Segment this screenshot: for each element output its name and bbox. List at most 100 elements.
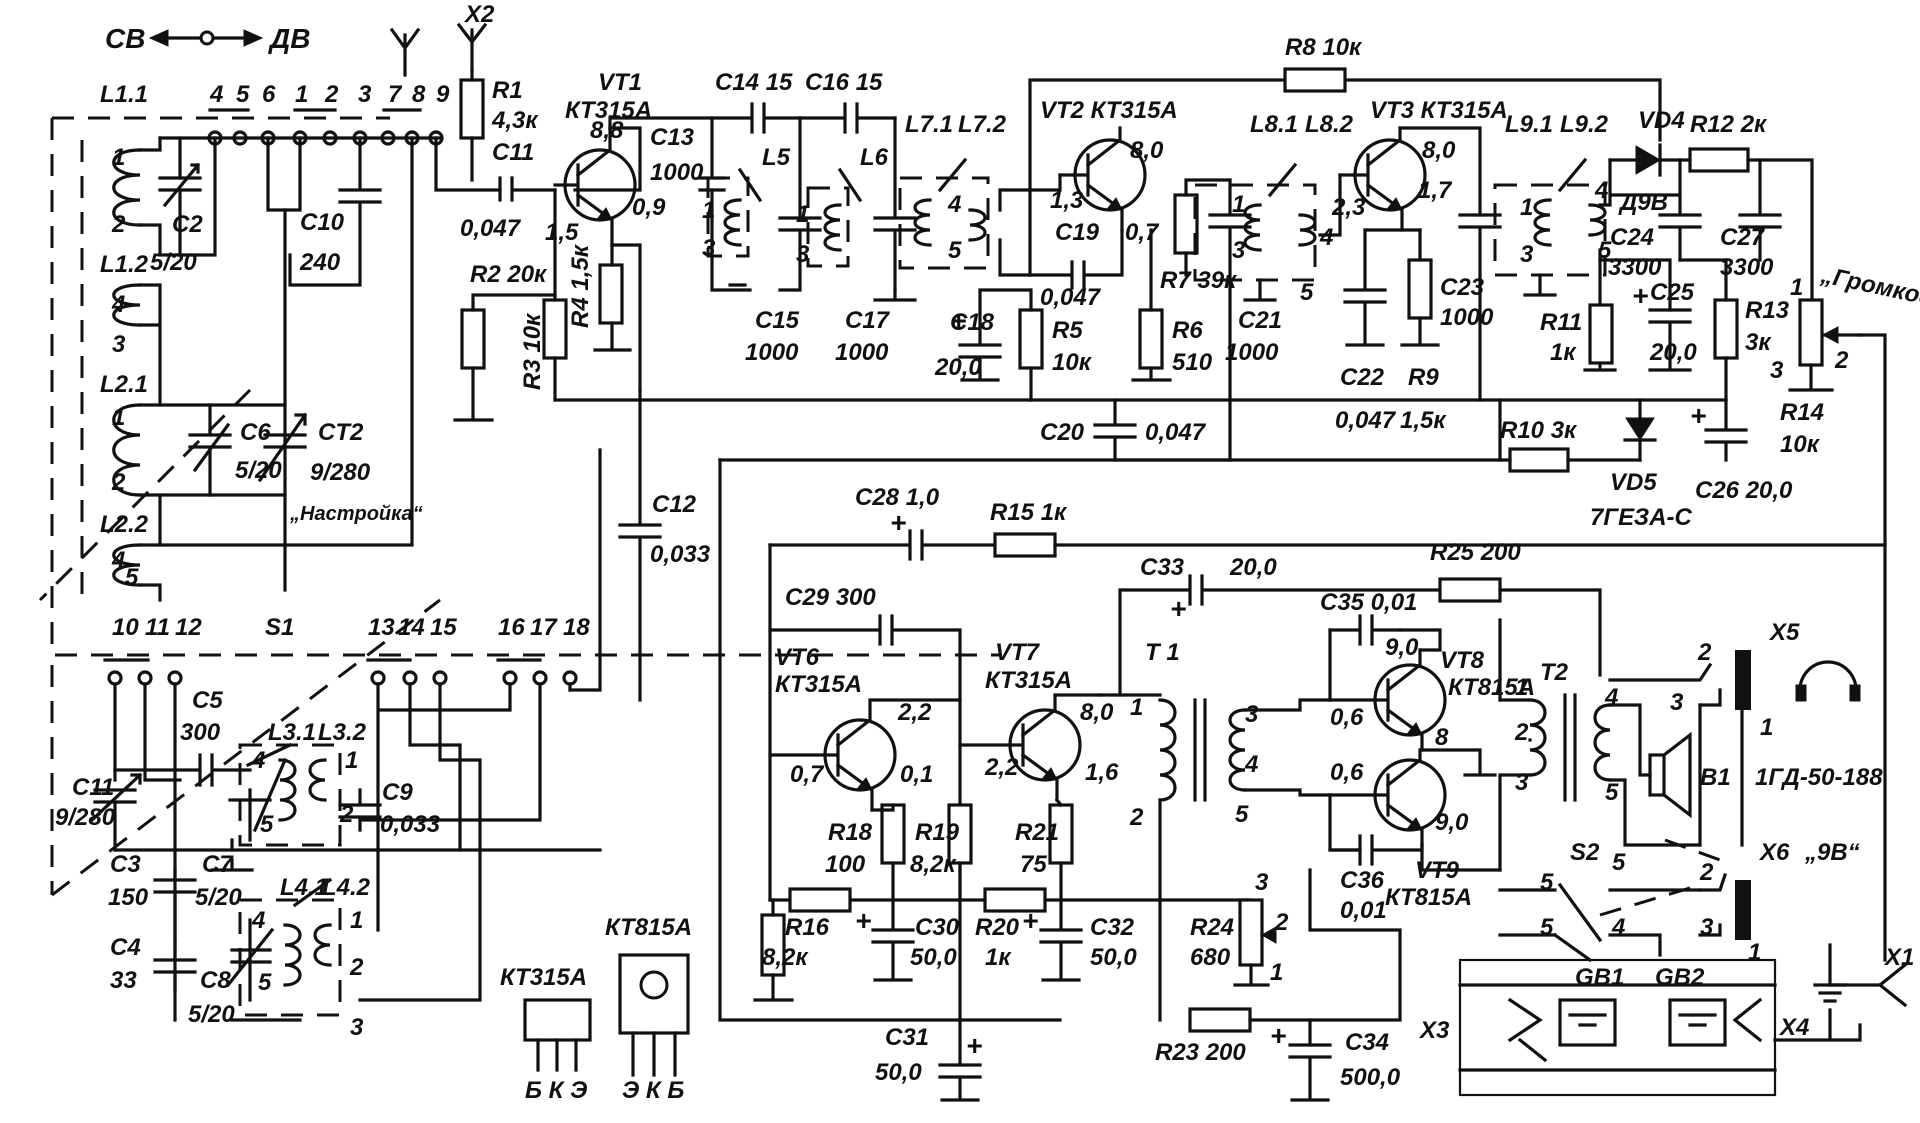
vt2-label: VT2 КТ315А [1040,97,1178,124]
contact-12: 12 [175,614,202,641]
resistor-r9: R9 1,5к [1400,228,1447,434]
t1-pin4: 4 [1244,751,1258,778]
contact-3: 3 [358,81,372,108]
l41-pin5: 5 [258,969,272,996]
r25-label: R25 200 [1430,539,1521,566]
capacitor-c17: C17 1000 [835,116,917,366]
c23-value: 1000 [1440,304,1494,331]
r10-label: R10 3к [1500,417,1578,444]
coil-l5: L5 1 3 [702,144,791,262]
contact-10: 10 [112,614,139,641]
coil-l3: L3.1 L3.2 4 5 1 2 [228,719,367,847]
capacitor-c12: C12 0,033 [618,388,711,702]
c11a-label: C11 [492,139,534,166]
c15-label: C15 [755,307,800,334]
gb1-label: GB1 [1575,964,1624,991]
r1-label: R1 [492,77,523,104]
c33-plus: + [1170,593,1186,624]
c26-label: C26 20,0 [1695,477,1793,504]
resistor-r19: R19 8,2к [910,803,973,878]
s2-label: S2 [1570,839,1600,866]
vt2-emitter-v: 0,7 [1125,219,1160,246]
resistor-r14-volume[interactable]: 1 2 3 R14 10к „Громкость“ [1770,261,1920,458]
kt815-pin-names: Э К Б [622,1077,684,1104]
l11-pin2: 2 [111,211,126,238]
c14-label: C14 15 [715,69,793,96]
x6-pin1: 1 [1748,939,1761,966]
l72-label: L7.2 [958,111,1007,138]
vt1-label: VT1 [598,69,642,96]
l31-pin4: 4 [251,747,265,774]
capacitor-c9: C9 0,033 [338,779,441,838]
l92-pin4: 4 [1594,177,1608,204]
r20-value: 1к [985,944,1012,971]
r24-pin3: 3 [1255,869,1269,896]
l81-pin1: 1 [1232,191,1245,218]
r16-value: 8,2к [762,944,809,971]
c12-label: C12 [652,491,697,518]
c36-value: 0,01 [1340,897,1387,924]
headphones-icon [1795,660,1861,702]
capacitor-c25: C25 20,0 + [1632,279,1697,372]
r14-pin3: 3 [1770,357,1784,384]
gb2-label: GB2 [1655,964,1705,991]
l71-label: L7.1 [905,111,953,138]
contact-7: 7 [388,81,403,108]
band-sv-label: СВ [105,23,145,54]
vd5-type: 7ГЕЗА-С [1590,504,1693,531]
r16-label: R16 [785,914,830,941]
resistor-r20: R20 1к [958,887,1252,971]
c32-value: 50,0 [1090,944,1137,971]
kt315-pinout-title: КТ315А [500,964,587,991]
resistor-r13: R13 3к [1713,258,1790,402]
vt6-label: VT6 [775,644,820,671]
x5-headphone-jack[interactable]: X5 2 3 1 [1608,619,1800,847]
c12-value: 0,033 [650,541,711,568]
capacitor-c27: C27 3300 [1720,158,1814,302]
contact-13: 13 [368,614,395,641]
r24-pin2: 2 [1274,909,1289,936]
capacitor-c4: C4 33 [110,934,197,1022]
c21-label: C21 [1238,307,1282,334]
resistor-r23: R23 200 [1155,1007,1312,1066]
resistor-r24: 3 2 1 R24 680 [1190,869,1289,987]
transistor-vt8: 9,0 0,6 8 [1328,634,1449,752]
capacitor-c32: C32 50,0 + [1022,898,1137,982]
l31-pin5: 5 [260,811,274,838]
r8-label: R8 10к [1285,34,1363,61]
c31-plus: + [966,1030,982,1061]
contact-4: 4 [209,81,223,108]
band-dv-label: ДВ [268,23,310,54]
capacitor-c22: C22 0,047 [1335,228,1397,434]
c7-label: C7 [202,851,234,878]
coil-l12: 4 3 [111,283,142,358]
c18-plus: + [950,305,966,336]
c25-label: C25 [1650,279,1695,306]
transformer-t1: T 1 1 2 3 4 5 [1098,639,1259,831]
l32-label: L3.2 [318,719,367,746]
capacitor-c35: C35 0,01 [1320,589,1417,646]
c22-label: C22 [1340,364,1385,391]
capacitor-c3: C3 150 [108,851,197,942]
l12-pin4: 4 [111,291,125,318]
c24-label: C24 [1610,224,1654,251]
l32-pin1: 1 [345,747,358,774]
c11a-value: 0,047 [460,215,522,242]
r14-value: 10к [1780,431,1821,458]
c3-label: C3 [110,851,141,878]
l31-label: L3.1 [268,719,316,746]
power-switch-s2[interactable]: S2 5 5 5 4 [1540,839,1626,963]
c9-value: 0,033 [380,811,441,838]
resistor-r18: R18 100 [825,803,906,902]
c28-plus: + [890,507,906,538]
r12-label: R12 2к [1690,111,1768,138]
capacitor-c18: C18 20,0 + [934,288,1032,382]
c6-label: C6 [240,419,271,446]
s2-pin5: 5 [1540,914,1554,941]
capacitor-c21: C21 1000 [1208,178,1282,462]
l22-pin4: 4 [111,547,125,574]
l5-label: L5 [762,144,791,171]
x6-power-jack[interactable]: X6 „9В“ 2 3 1 [1698,839,1860,966]
resistor-r21: R21 75 [1015,797,1074,902]
